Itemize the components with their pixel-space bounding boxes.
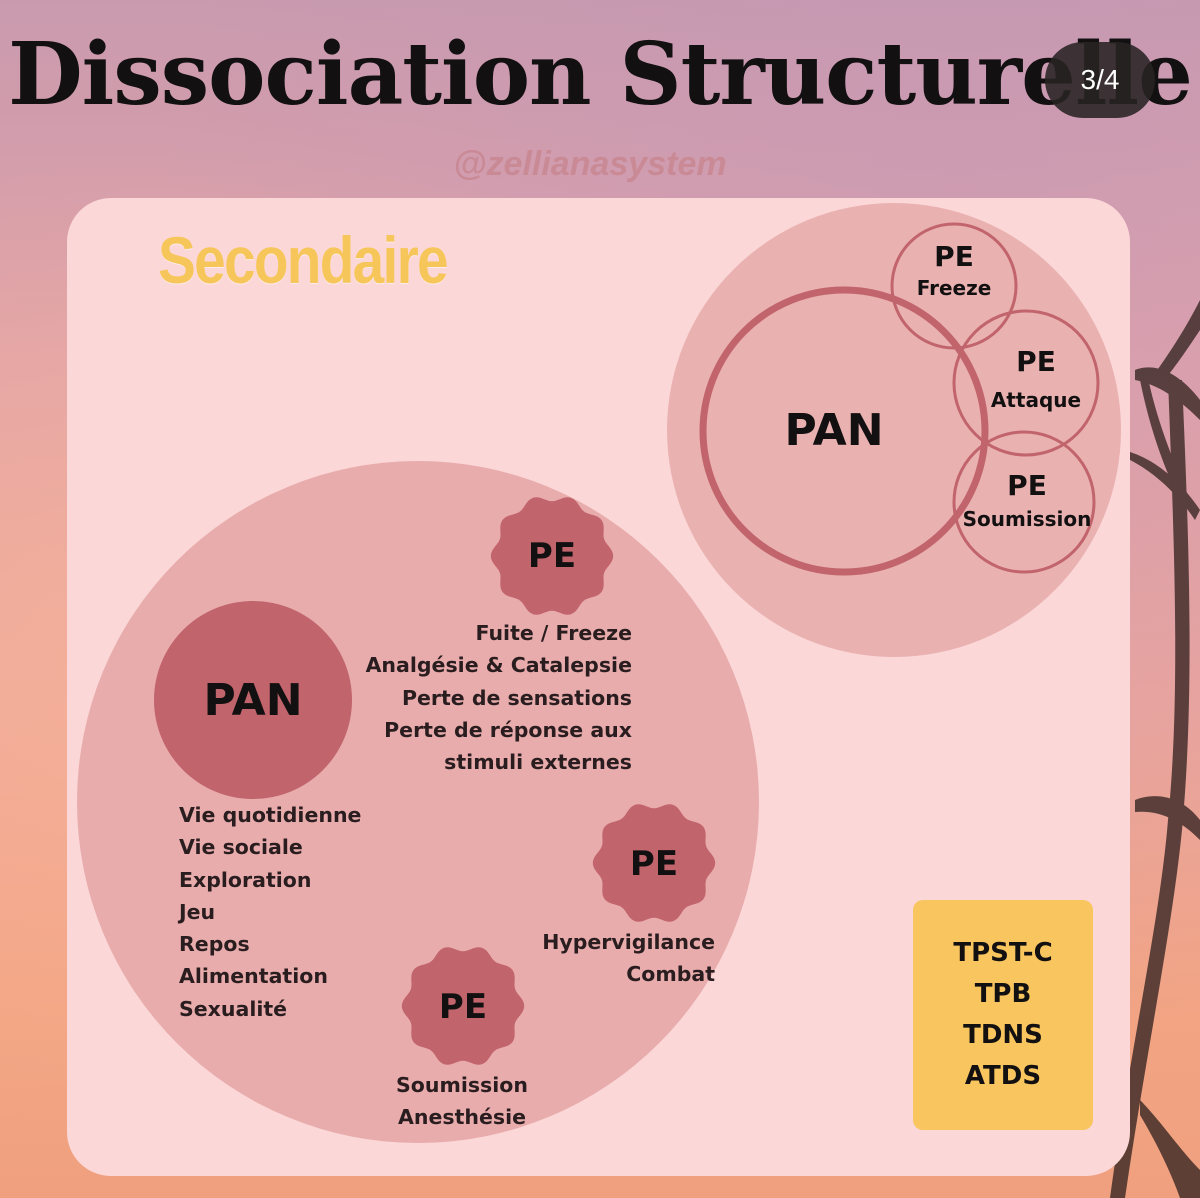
pan-functions-list: Vie quotidienne Vie sociale Exploration … xyxy=(179,799,361,1025)
list-item: Hypervigilance xyxy=(542,930,715,954)
list-item: Combat xyxy=(626,962,715,987)
list-item: stimuli externes xyxy=(444,750,632,775)
venn-pan-circle xyxy=(699,286,989,576)
venn-pan-label: PAN xyxy=(784,405,884,456)
venn-pe-freeze-sub: Freeze xyxy=(916,276,992,300)
list-item: Fuite / Freeze xyxy=(475,621,632,645)
venn-pe-attaque-sub: Attaque xyxy=(990,388,1082,412)
pe-submit-label: PE xyxy=(438,987,488,1027)
venn-pe-attaque-label: PE xyxy=(1016,345,1056,378)
pe-submit-blob xyxy=(401,947,525,1065)
author-handle: @zellianasystem xyxy=(453,145,727,183)
list-item: Soumission xyxy=(396,1073,528,1097)
disorders-box: TPST-C TPB TDNS ATDS xyxy=(913,900,1093,1130)
list-item: Anesthésie xyxy=(398,1105,526,1130)
list-item: Vie sociale xyxy=(179,835,303,860)
pan-main-circle: PAN xyxy=(154,601,352,799)
pe-fight-label: PE xyxy=(629,844,679,884)
venn-pe-soumission-sub: Soumission xyxy=(962,507,1092,531)
venn-pe-soumission-circle xyxy=(952,430,1096,574)
disorder-label: ATDS xyxy=(964,1061,1042,1091)
list-item: Vie quotidienne xyxy=(179,803,362,827)
venn-pe-freeze-label: PE xyxy=(934,240,974,273)
list-item: Alimentation xyxy=(179,964,328,989)
list-item: Exploration xyxy=(179,867,312,892)
venn-pe-soumission-label: PE xyxy=(1007,469,1047,502)
list-item: Jeu xyxy=(179,899,216,924)
disorder-label: TDNS xyxy=(963,1020,1043,1050)
pe-fight-responses-list: Hypervigilance Combat xyxy=(480,926,715,991)
page-title: Dissociation Structurelle xyxy=(8,24,1193,125)
pe-flight-responses-list: Fuite / Freeze Analgésie & Catalepsie Pe… xyxy=(360,617,632,778)
venn-pe-attaque-circle xyxy=(952,309,1100,457)
disorder-label: TPST-C xyxy=(953,938,1053,968)
venn-pe-freeze-circle xyxy=(890,222,1018,350)
pe-flight-blob xyxy=(490,497,614,615)
pe-fight-blob xyxy=(592,804,716,922)
pe-submit-responses-list: Soumission Anesthésie xyxy=(380,1069,544,1134)
list-item: Sexualité xyxy=(179,996,288,1021)
pan-main-label: PAN xyxy=(203,674,303,726)
pe-flight-label: PE xyxy=(527,536,577,576)
list-item: Repos xyxy=(179,932,250,957)
section-title: Secondaire xyxy=(158,223,449,297)
page-indicator-badge: 3/4 xyxy=(1045,42,1155,118)
list-item: Perte de réponse aux xyxy=(384,717,632,742)
list-item: Analgésie & Catalepsie xyxy=(365,653,632,678)
list-item: Perte de sensations xyxy=(401,685,632,710)
disorder-label: TPB xyxy=(974,979,1032,1009)
